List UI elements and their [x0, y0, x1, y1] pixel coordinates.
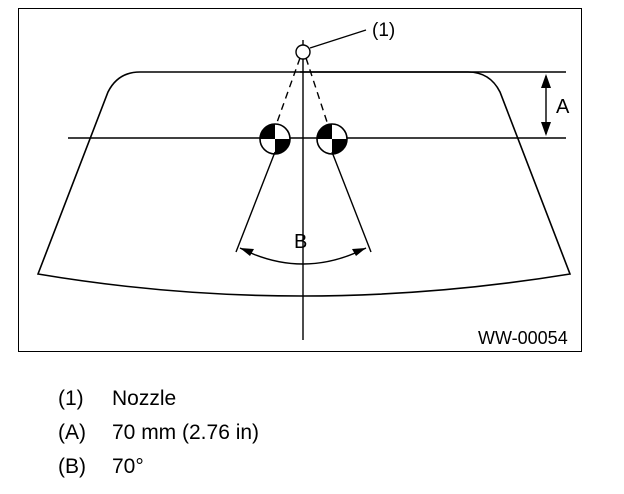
callout-leader	[309, 29, 367, 49]
figure-code: WW-00054	[478, 328, 568, 348]
legend: (1) Nozzle (A) 70 mm (2.76 in) (B) 70°	[58, 382, 259, 484]
arc-arrowhead-right	[352, 248, 366, 256]
legend-row-angle-b: (B) 70°	[58, 450, 259, 484]
spray-line-left	[274, 57, 301, 129]
angle-line-right	[331, 151, 372, 253]
legend-key: (B)	[58, 455, 86, 478]
spray-target-right	[316, 123, 348, 155]
angle-arc-b	[239, 247, 367, 265]
legend-text: 70 mm (2.76 in)	[112, 421, 260, 444]
dimension-arrow-a-bottom	[541, 122, 551, 136]
dimension-arrow-a-top	[541, 74, 551, 88]
arc-arrowhead-left	[240, 248, 254, 256]
legend-text: Nozzle	[112, 387, 177, 410]
legend-key: (1)	[58, 387, 84, 410]
dimension-b-label: B	[294, 231, 307, 253]
legend-row-dimension-a: (A) 70 mm (2.76 in)	[58, 416, 259, 450]
angle-line-left	[235, 151, 276, 253]
spray-line-right	[305, 57, 330, 129]
legend-key: (A)	[58, 421, 86, 444]
callout-label: (1)	[372, 20, 395, 41]
legend-row-nozzle: (1) Nozzle	[58, 382, 259, 416]
nozzle-icon	[295, 44, 311, 60]
windshield-outline	[36, 71, 572, 297]
dimension-a-label: A	[556, 96, 570, 118]
legend-text: 70°	[112, 455, 144, 478]
spray-target-left	[259, 123, 291, 155]
figure-frame	[18, 8, 582, 352]
